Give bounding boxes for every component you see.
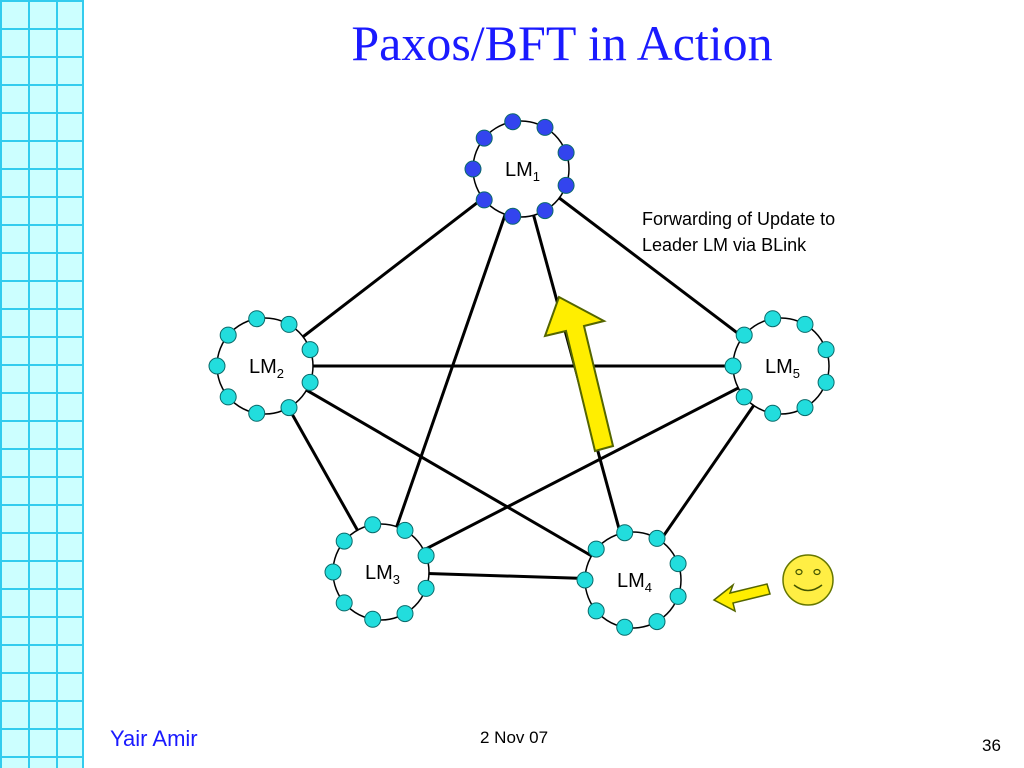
node-member-dot [364,516,382,534]
node-label-subscript: 3 [393,572,400,587]
yellow-up-arrow-icon [543,295,615,453]
node-member-dot [364,610,382,628]
node-label-name: LM [617,570,645,592]
node-member-dot [417,547,435,565]
node-member-dot [648,613,666,631]
node-member-dot [817,341,835,359]
node-lm5: LM5 [724,310,835,422]
node-label: LM4 [617,570,652,595]
node-member-dot [735,388,753,406]
node-member-dot [735,326,753,344]
page-number: 36 [982,736,1001,755]
node-member-dot [464,160,482,178]
node-member-dot [324,563,342,581]
node-label: LM1 [505,159,540,184]
node-member-dot [396,605,414,623]
node-label: LM5 [765,356,800,381]
node-member-dot [280,315,298,333]
node-label: LM3 [365,562,400,587]
node-member-dot [248,404,266,422]
node-member-dot [219,326,237,344]
node-member-dot [796,315,814,333]
slide-title: Paxos/BFT in Action [351,15,773,71]
node-lm2: LM2 [208,310,319,422]
node-member-dot [817,373,835,391]
node-member-dot [280,399,298,417]
smiley-face-icon [782,554,834,606]
forwarding-annotation: Forwarding of Update to Leader LM via BL… [642,209,836,255]
node-member-dot [669,587,687,605]
node-label-subscript: 4 [645,580,652,595]
node-member-dot [208,357,226,375]
node-member-dot [587,602,605,620]
node-member-dot [417,579,435,597]
node-label-subscript: 1 [533,169,540,184]
node-member-dot [536,118,554,136]
node-label-name: LM [365,562,393,584]
edge-lm2-lm4 [264,364,634,582]
node-label-name: LM [765,356,793,378]
small-left-arrow-icon [712,582,771,613]
node-member-dot [219,388,237,406]
node-member-dot [724,357,742,375]
node-member-dot [764,404,782,422]
node-label-subscript: 2 [277,366,284,381]
node-member-dot [616,618,634,636]
node-label-name: LM [505,159,533,181]
node-label: LM2 [249,356,284,381]
node-member-dot [536,202,554,220]
node-lm4: LM4 [576,524,687,636]
footer-date: 2 Nov 07 [480,728,549,747]
node-member-dot [335,594,353,612]
node-member-dot [475,129,493,147]
node-member-dot [557,144,575,162]
node-member-dot [587,540,605,558]
node-member-dot [396,521,414,539]
node-member-dot [764,310,782,328]
node-label-name: LM [249,356,277,378]
node-member-dot [576,571,594,589]
node-member-dot [335,532,353,550]
node-member-dot [504,113,522,131]
node-member-dot [557,176,575,194]
node-member-dot [301,373,319,391]
node-member-dot [475,191,493,209]
node-member-dot [669,555,687,573]
node-member-dot [301,341,319,359]
edge-lm3-lm5 [380,364,782,574]
node-member-dot [648,529,666,547]
decorative-grid-strip [0,0,84,768]
node-member-dot [248,310,266,328]
node-lm1: LM1 [464,113,575,225]
edge-lm1-lm3 [379,168,523,573]
node-member-dot [616,524,634,542]
node-member-dot [504,207,522,225]
node-label-subscript: 5 [793,366,800,381]
footer-author: Yair Amir [110,726,198,751]
node-member-dot [796,399,814,417]
node-lm3: LM3 [324,516,435,628]
